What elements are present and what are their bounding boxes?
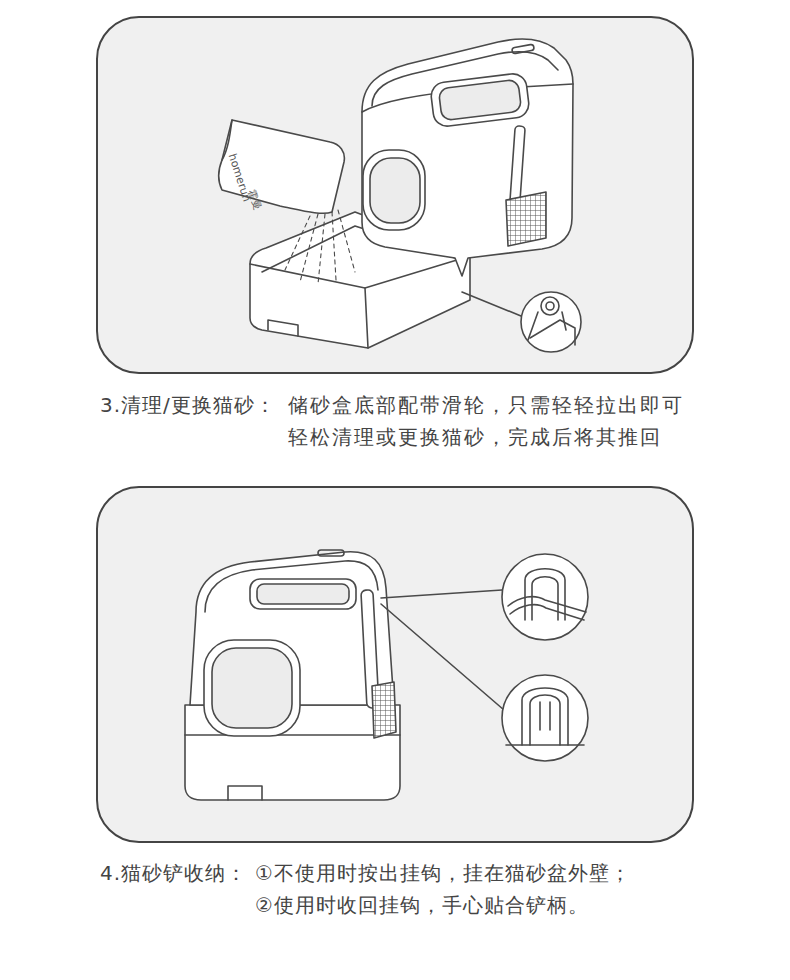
hook-out-inset xyxy=(502,554,588,640)
step-description: ②使用时收回挂钩，手心贴合铲柄。 xyxy=(255,889,775,921)
step-description: 储砂盒底部配带滑轮，只需轻轻拉出即可轻松清理或更换猫砂，完成后将其推回 xyxy=(288,389,692,453)
hook-in-inset xyxy=(502,675,588,761)
panel xyxy=(97,17,693,373)
litter-box-housing xyxy=(362,39,573,276)
scoop xyxy=(506,126,546,246)
step-description: ①不使用时按出挂钩，挂在猫砂盆外壁； xyxy=(255,857,775,889)
pour-lines xyxy=(285,210,355,284)
leader-line xyxy=(381,590,502,598)
step-heading: 4.猫砂铲收纳： xyxy=(100,857,260,889)
leader-line xyxy=(462,292,521,316)
step-heading: 3.清理/更换猫砂： xyxy=(100,389,290,421)
wheel-inset xyxy=(521,292,581,352)
litter-box-housing xyxy=(185,550,400,800)
panel xyxy=(97,487,693,842)
litter-bag xyxy=(219,120,345,213)
leader-line xyxy=(381,604,504,710)
